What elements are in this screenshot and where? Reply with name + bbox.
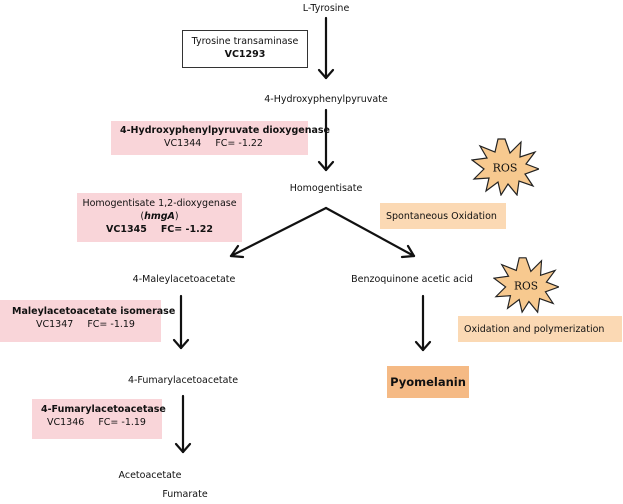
enzyme-fumarylacetoacetase: 4-Fumarylacetoacetase VC1346 FC= -1.19 — [32, 399, 166, 439]
metabolite-fumarate: Fumarate — [162, 489, 208, 500]
enzyme-name: Maleylacetoacetate isomerase — [12, 306, 176, 317]
enzyme-locus: VC1346 — [47, 417, 85, 428]
enzyme-name: Tyrosine transaminase — [191, 36, 299, 47]
starburst-icon: ROS — [492, 257, 561, 314]
fold-change: FC= -1.22 — [215, 138, 263, 149]
metabolite-4-maleylacetoacetate: 4-Maleylacetoacetate — [132, 274, 236, 285]
product-pyomelanin: Pyomelanin — [387, 366, 469, 398]
metabolite-l-tyrosine: L-Tyrosine — [302, 3, 350, 14]
enzyme-locus: VC1344 — [164, 138, 202, 149]
arrow-maleylacetoacetate-to-fumarylacetoacetate — [172, 294, 190, 350]
metabolite-benzoquinone-acetic-acid: Benzoquinone acetic acid — [351, 274, 473, 285]
gene-name: hmgA — [144, 211, 175, 222]
enzyme-locus: VC1293 — [224, 49, 266, 60]
starburst-icon: ROS — [470, 138, 541, 197]
ros-label: ROS — [493, 162, 518, 175]
enzyme-locus: VC1345 — [106, 224, 147, 235]
fold-change: FC= -1.19 — [87, 319, 135, 330]
arrow-hpp-to-homogentisate — [317, 108, 335, 172]
enzyme-name: 4-Fumarylacetoacetase — [41, 404, 166, 415]
enzyme-hydroxyphenylpyruvate-dioxygenase: 4-Hydroxyphenylpyruvate dioxygenase VC13… — [111, 121, 331, 155]
metabolite-4-fumarylacetoacetate: 4-Fumarylacetoacetate — [127, 375, 239, 386]
note-spontaneous-oxidation: Spontaneous Oxidation — [380, 203, 506, 229]
enzyme-name: 4-Hydroxyphenylpyruvate dioxygenase — [120, 125, 331, 136]
enzyme-name: Homogentisate 1,2-dioxygenase — [82, 198, 237, 209]
metabolite-homogentisate: Homogentisate — [289, 183, 363, 194]
enzyme-locus: VC1347 — [36, 319, 74, 330]
metabolite-4-hydroxyphenylpyruvate: 4-Hydroxyphenylpyruvate — [264, 94, 388, 105]
arrow-benzoquinone-to-pyomelanin — [414, 294, 432, 352]
enzyme-maleylacetoacetate-isomerase: Maleylacetoacetate isomerase VC1347 FC= -… — [0, 300, 176, 342]
fold-change: FC= -1.19 — [98, 417, 146, 428]
arrow-homogentisate-to-benzoquinone — [324, 206, 416, 259]
fold-change: FC= -1.22 — [160, 224, 213, 235]
enzyme-homogentisate-dioxygenase: Homogentisate 1,2-dioxygenase (hmgA) VC1… — [77, 193, 242, 242]
metabolite-acetoacetate: Acetoacetate — [118, 470, 182, 481]
enzyme-tyrosine-transaminase: Tyrosine transaminase VC1293 — [182, 30, 308, 68]
ros-burst-2: ROS — [492, 255, 561, 315]
note-oxidation-polymerization: Oxidation and polymerization — [458, 316, 622, 342]
arrow-fumarylacetoacetate-to-acetoacetate — [174, 394, 192, 454]
ros-label: ROS — [514, 279, 538, 292]
ros-burst-1: ROS — [470, 138, 541, 197]
arrow-homogentisate-to-maleylacetoacetate — [229, 206, 328, 259]
arrow-tyrosine-to-hpp — [317, 16, 335, 80]
